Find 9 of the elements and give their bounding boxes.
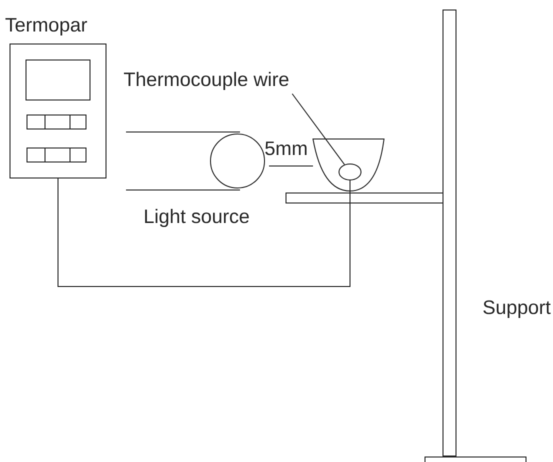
dimension-label: 5mm [265, 142, 307, 156]
leader-line [292, 93, 345, 166]
part-label: Support [483, 300, 551, 318]
part-label: Light source [145, 208, 249, 228]
meter-box: Termopar [5, 18, 106, 178]
node-label: Termopar [5, 18, 88, 36]
wire [58, 178, 350, 287]
part-label: Thermocouple wire [124, 72, 288, 90]
thermocouple-tip [338, 164, 362, 180]
